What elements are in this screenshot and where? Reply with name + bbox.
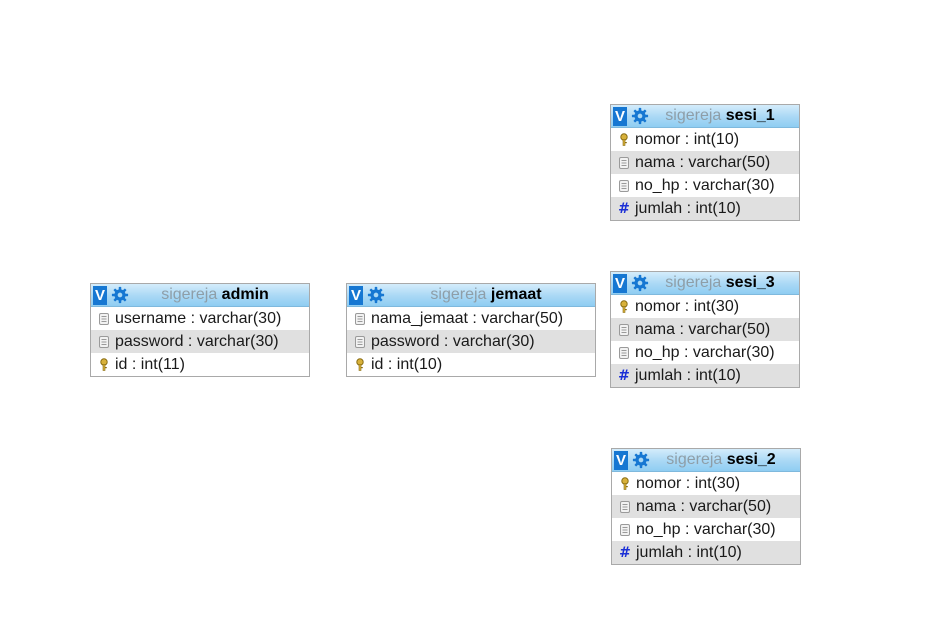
column-row[interactable]: nama : varchar(50): [612, 495, 800, 518]
column-row[interactable]: nama : varchar(50): [611, 151, 799, 174]
toggle-columns-button[interactable]: V: [614, 450, 628, 470]
column-row[interactable]: nama : varchar(50): [611, 318, 799, 341]
table-title: sigereja admin: [129, 286, 309, 304]
table-header[interactable]: V sigereja jemaat: [347, 284, 595, 307]
toggle-columns-button[interactable]: V: [613, 273, 627, 293]
column-label: no_hp : varchar(30): [636, 520, 776, 538]
table-admin[interactable]: V sigereja admin: [90, 283, 310, 377]
column-label: no_hp : varchar(30): [635, 343, 775, 361]
column-label: nama_jemaat : varchar(50): [371, 309, 564, 327]
database-name: sigereja: [666, 451, 723, 468]
table-header[interactable]: V sigereja sesi_3: [611, 272, 799, 295]
database-name: sigereja: [665, 274, 722, 291]
field-icon: [619, 523, 631, 537]
column-row[interactable]: username : varchar(30): [91, 307, 309, 330]
table-jemaat[interactable]: V sigereja jemaat: [346, 283, 596, 377]
column-row[interactable]: no_hp : varchar(30): [611, 174, 799, 197]
database-name: sigereja: [665, 107, 722, 124]
column-row[interactable]: password : varchar(30): [347, 330, 595, 353]
table-header[interactable]: V sigereja admin: [91, 284, 309, 307]
column-label: password : varchar(30): [115, 332, 279, 350]
column-row[interactable]: password : varchar(30): [91, 330, 309, 353]
column-label: nomor : int(30): [635, 297, 740, 315]
field-icon: [618, 156, 630, 170]
column-label: jumlah : int(10): [635, 366, 741, 384]
table-name: sesi_1: [725, 107, 775, 124]
column-row[interactable]: nama_jemaat : varchar(50): [347, 307, 595, 330]
column-label: username : varchar(30): [115, 309, 282, 327]
column-label: id : int(10): [371, 355, 443, 373]
field-icon: [354, 335, 366, 349]
table-sesi-2[interactable]: V sigereja sesi_2: [611, 448, 801, 565]
table-header[interactable]: V sigereja sesi_2: [612, 449, 800, 472]
toggle-columns-button[interactable]: V: [93, 285, 107, 305]
column-row[interactable]: no_hp : varchar(30): [612, 518, 800, 541]
table-title: sigereja sesi_1: [649, 107, 799, 125]
column-row[interactable]: nomor : int(30): [611, 295, 799, 318]
column-label: nomor : int(30): [636, 474, 741, 492]
database-name: sigereja: [430, 286, 487, 303]
column-label: no_hp : varchar(30): [635, 176, 775, 194]
toggle-columns-button[interactable]: V: [349, 285, 363, 305]
column-label: nomor : int(10): [635, 130, 740, 148]
gear-icon[interactable]: [632, 451, 650, 469]
table-name: sesi_3: [725, 274, 775, 291]
table-name: admin: [221, 286, 269, 303]
table-title: sigereja sesi_2: [650, 451, 800, 469]
column-row[interactable]: # jumlah : int(10): [612, 541, 800, 564]
column-row[interactable]: id : int(10): [347, 353, 595, 376]
field-icon: [618, 323, 630, 337]
key-icon: [619, 477, 631, 491]
table-header[interactable]: V sigereja sesi_1: [611, 105, 799, 128]
field-icon: [618, 179, 630, 193]
column-row[interactable]: id : int(11): [91, 353, 309, 376]
database-name: sigereja: [161, 286, 218, 303]
column-label: nama : varchar(50): [635, 320, 771, 338]
gear-icon[interactable]: [367, 286, 385, 304]
table-sesi-1[interactable]: V sigereja sesi_1: [610, 104, 800, 221]
column-label: jumlah : int(10): [636, 543, 742, 561]
key-icon: [618, 133, 630, 147]
column-label: nama : varchar(50): [635, 153, 771, 171]
field-icon: [354, 312, 366, 326]
table-title: sigereja sesi_3: [649, 274, 799, 292]
number-icon: #: [618, 367, 630, 384]
table-title: sigereja jemaat: [385, 286, 595, 304]
number-icon: #: [619, 544, 631, 561]
column-row[interactable]: no_hp : varchar(30): [611, 341, 799, 364]
table-sesi-3[interactable]: V sigereja sesi_3: [610, 271, 800, 388]
column-row[interactable]: nomor : int(10): [611, 128, 799, 151]
table-name: sesi_2: [726, 451, 776, 468]
column-label: id : int(11): [115, 355, 185, 373]
gear-icon[interactable]: [111, 286, 129, 304]
gear-icon[interactable]: [631, 107, 649, 125]
table-name: jemaat: [490, 286, 542, 303]
column-row[interactable]: # jumlah : int(10): [611, 197, 799, 220]
column-row[interactable]: # jumlah : int(10): [611, 364, 799, 387]
gear-icon[interactable]: [631, 274, 649, 292]
toggle-columns-button[interactable]: V: [613, 106, 627, 126]
field-icon: [619, 500, 631, 514]
column-row[interactable]: nomor : int(30): [612, 472, 800, 495]
number-icon: #: [618, 200, 630, 217]
key-icon: [98, 358, 110, 372]
field-icon: [618, 346, 630, 360]
key-icon: [618, 300, 630, 314]
column-label: password : varchar(30): [371, 332, 535, 350]
column-label: nama : varchar(50): [636, 497, 772, 515]
key-icon: [354, 358, 366, 372]
column-label: jumlah : int(10): [635, 199, 741, 217]
field-icon: [98, 335, 110, 349]
field-icon: [98, 312, 110, 326]
